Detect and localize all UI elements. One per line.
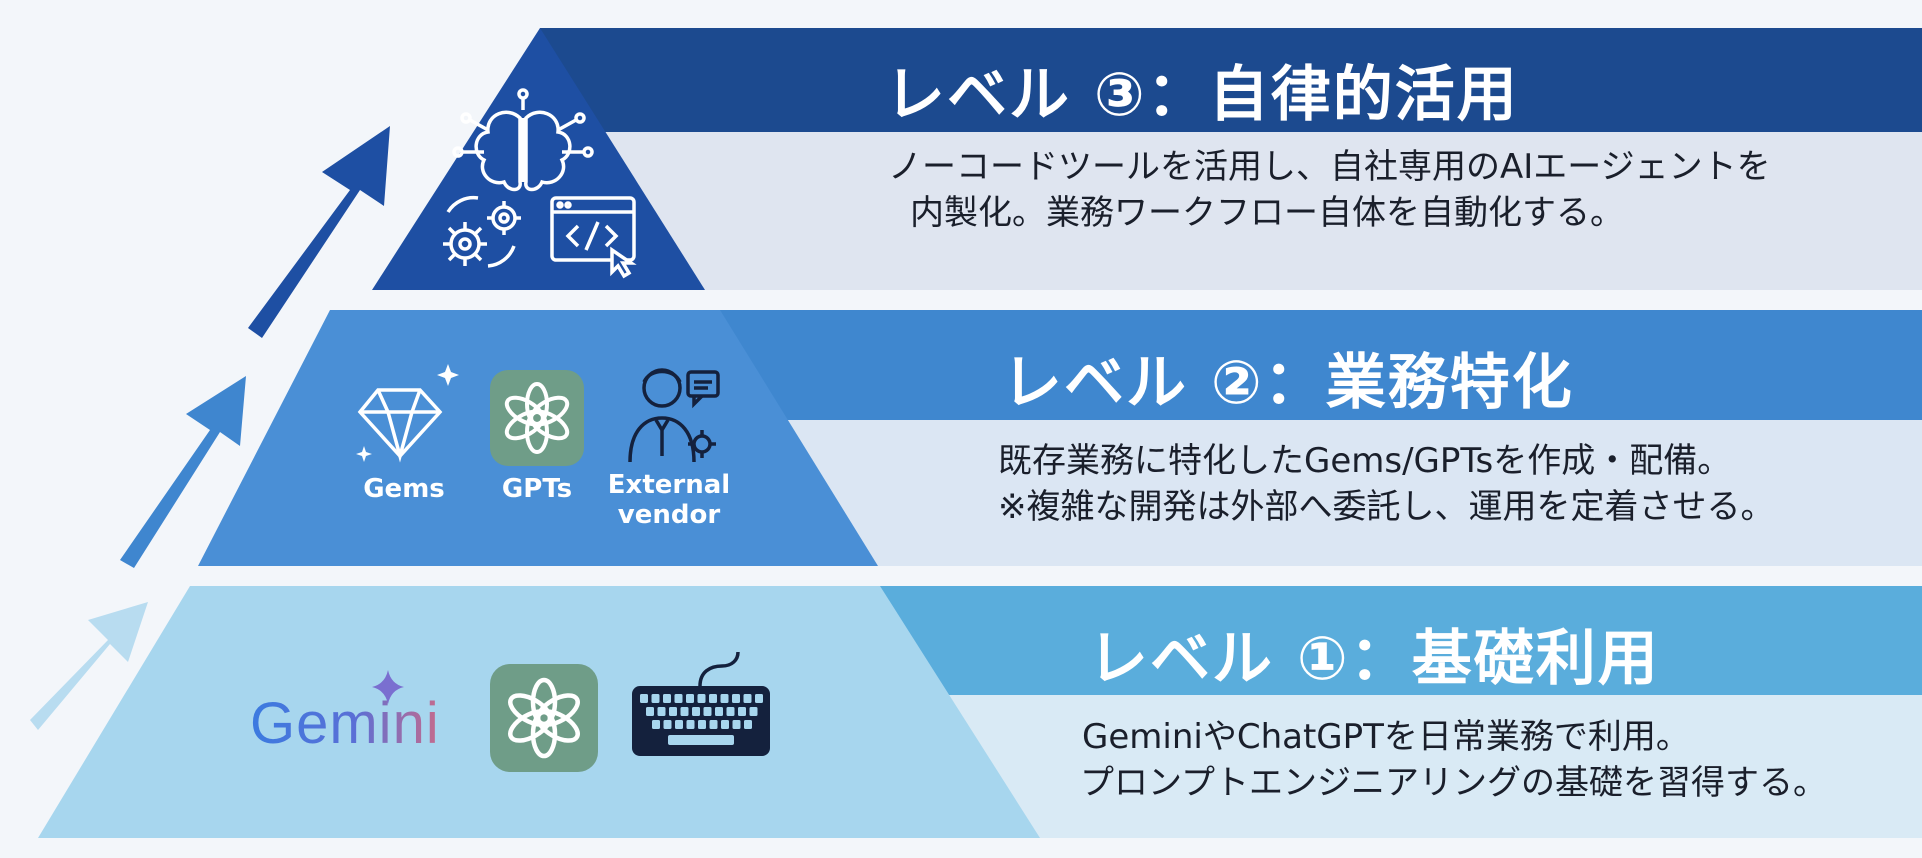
level3-triangle bbox=[372, 28, 705, 290]
keyboard-key bbox=[744, 720, 752, 729]
keyboard-key bbox=[680, 707, 689, 716]
keyboard-key bbox=[663, 694, 671, 703]
keyboard-key bbox=[726, 707, 735, 716]
keyboard-key bbox=[663, 720, 672, 729]
arrow-up-icon bbox=[120, 376, 246, 568]
keyboard-key bbox=[703, 707, 712, 716]
level3-desc-line2: 内製化。業務ワークフロー自体を自動化する。 bbox=[910, 193, 1624, 233]
keyboard-key bbox=[674, 694, 683, 703]
keyboard-key bbox=[743, 694, 752, 703]
keyboard-key bbox=[675, 720, 683, 729]
keyboard-spacebar bbox=[668, 735, 734, 745]
keyboard-key bbox=[755, 694, 763, 703]
level1-desc-line2: プロンプトエンジニアリングの基礎を習得する。 bbox=[1080, 763, 1827, 803]
keyboard-key bbox=[640, 694, 648, 703]
brain-circuit-icon bbox=[452, 88, 594, 192]
keyboard-key bbox=[732, 694, 740, 703]
keyboard-key bbox=[709, 720, 718, 729]
keyboard-key bbox=[715, 707, 723, 716]
level3-title: レベル ③：自律的活用 bbox=[885, 60, 1519, 130]
keyboard-key bbox=[721, 720, 729, 729]
person-gear-icon bbox=[628, 368, 720, 463]
keyboard-key bbox=[646, 707, 654, 716]
keyboard-key bbox=[669, 707, 677, 716]
level1-description: GeminiやChatGPTを日常業務で利用。 プロンプトエンジニアリングの基礎… bbox=[1080, 714, 1827, 806]
gpts-label: GPTs bbox=[501, 474, 573, 504]
level3-title-band bbox=[540, 28, 1922, 132]
diamond-icon bbox=[356, 364, 459, 463]
keyboard-key bbox=[657, 707, 666, 716]
keyboard-key bbox=[651, 694, 660, 703]
keyboard-key bbox=[698, 720, 706, 729]
gears-icon bbox=[443, 195, 521, 268]
level1-title: レベル ①：基礎利用 bbox=[1088, 624, 1660, 694]
level1-desc-line1: GeminiやChatGPTを日常業務で利用。 bbox=[1082, 717, 1690, 757]
level2-desc-line2: ※複雑な開発は外部へ委託し、運用を定着させる。 bbox=[998, 487, 1775, 527]
keyboard-key bbox=[709, 694, 717, 703]
keyboard-key bbox=[686, 720, 695, 729]
chatgpt-icon bbox=[490, 370, 584, 466]
level3-desc-line1: ノーコードツールを活用し、自社専用のAIエージェントを bbox=[888, 147, 1771, 187]
gemini-sparkle-icon bbox=[372, 670, 404, 704]
arrow-up-icon bbox=[248, 126, 390, 338]
external-vendor-label-line1: External bbox=[607, 470, 731, 500]
chatgpt-icon bbox=[490, 664, 598, 772]
code-window-icon bbox=[550, 196, 637, 279]
keyboard-key bbox=[720, 694, 729, 703]
level2-description: 既存業務に特化したGems/GPTsを作成・配備。 ※複雑な開発は外部へ委託し、… bbox=[998, 438, 1775, 530]
gems-label: Gems bbox=[363, 474, 445, 504]
keyboard-key bbox=[732, 720, 741, 729]
keyboard-key bbox=[738, 707, 746, 716]
level3-description: ノーコードツールを活用し、自社専用のAIエージェントを 内製化。業務ワークフロー… bbox=[888, 144, 1771, 236]
arrow-up-icon bbox=[30, 602, 148, 730]
keyboard-icon bbox=[632, 651, 770, 756]
level3-desc-band bbox=[540, 132, 1922, 290]
level2-desc-line1: 既存業務に特化したGems/GPTsを作成・配備。 bbox=[998, 441, 1732, 481]
external-vendor-label: External vendor bbox=[604, 470, 734, 530]
external-vendor-label-line2: vendor bbox=[617, 500, 721, 530]
keyboard-key bbox=[749, 707, 758, 716]
keyboard-key bbox=[697, 694, 706, 703]
gemini-logo: Gemini bbox=[250, 691, 440, 756]
keyboard-key bbox=[652, 720, 660, 729]
level2-title: レベル ②：業務特化 bbox=[1002, 348, 1574, 418]
keyboard-key bbox=[686, 694, 694, 703]
keyboard-key bbox=[692, 707, 700, 716]
